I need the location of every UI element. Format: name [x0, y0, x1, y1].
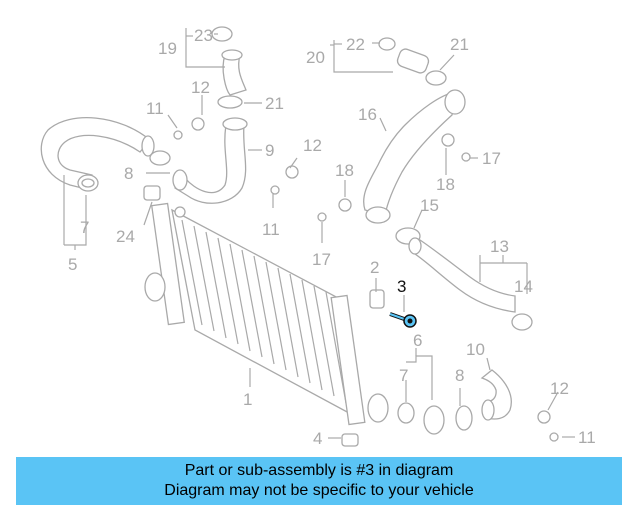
callout-20: 20	[306, 48, 325, 67]
parts-diagram: 23 19 12 21 11 9 8 12 11 24 7 5 22 20 21…	[40, 26, 596, 448]
callout-12: 12	[191, 78, 210, 97]
callout-7: 7	[399, 366, 408, 385]
callout-14: 14	[514, 277, 533, 296]
callout-13: 13	[490, 237, 509, 256]
callout-10: 10	[466, 340, 485, 359]
callout-4: 4	[313, 429, 322, 448]
callout-11: 11	[146, 99, 164, 118]
callout-21: 21	[265, 94, 284, 113]
intercooler	[144, 202, 389, 426]
callout-labels: 23 19 12 21 11 9 8 12 11 24 7 5 22 20 21…	[68, 26, 596, 448]
callout-18: 18	[335, 161, 354, 180]
part-3-bolt	[389, 312, 417, 328]
callout-8: 8	[124, 164, 133, 183]
callout-1: 1	[243, 390, 252, 409]
callout-23: 23	[194, 26, 213, 45]
callout-7: 7	[80, 218, 89, 237]
callout-18: 18	[436, 175, 455, 194]
banner-line-2: Diagram may not be specific to your vehi…	[164, 482, 474, 499]
callout-11: 11	[262, 220, 280, 239]
callout-5: 5	[68, 255, 77, 274]
callout-17: 17	[312, 250, 331, 269]
callout-24: 24	[116, 227, 135, 246]
callout-12: 12	[550, 379, 569, 398]
callout-6: 6	[413, 331, 422, 350]
callout-22: 22	[346, 35, 365, 54]
callout-16: 16	[358, 105, 377, 124]
callout-2: 2	[370, 258, 379, 277]
callout-19: 19	[158, 39, 177, 58]
banner-line-1: Part or sub-assembly is #3 in diagram	[184, 462, 454, 479]
callout-15: 15	[420, 196, 439, 215]
left-hose	[40, 117, 171, 192]
right-hose-13	[408, 237, 533, 331]
hose-10	[397, 369, 512, 435]
callout-3-highlighted: 3	[397, 277, 406, 296]
callout-8: 8	[455, 366, 464, 385]
callout-9: 9	[265, 141, 274, 160]
info-banner: Part or sub-assembly is #3 in diagram Di…	[16, 457, 622, 505]
fasteners	[143, 117, 559, 447]
callout-17: 17	[482, 149, 501, 168]
center-hose	[172, 26, 248, 204]
callout-21: 21	[450, 35, 469, 54]
leader-lines	[63, 28, 575, 439]
callout-12: 12	[303, 136, 322, 155]
callout-11: 11	[578, 428, 596, 447]
